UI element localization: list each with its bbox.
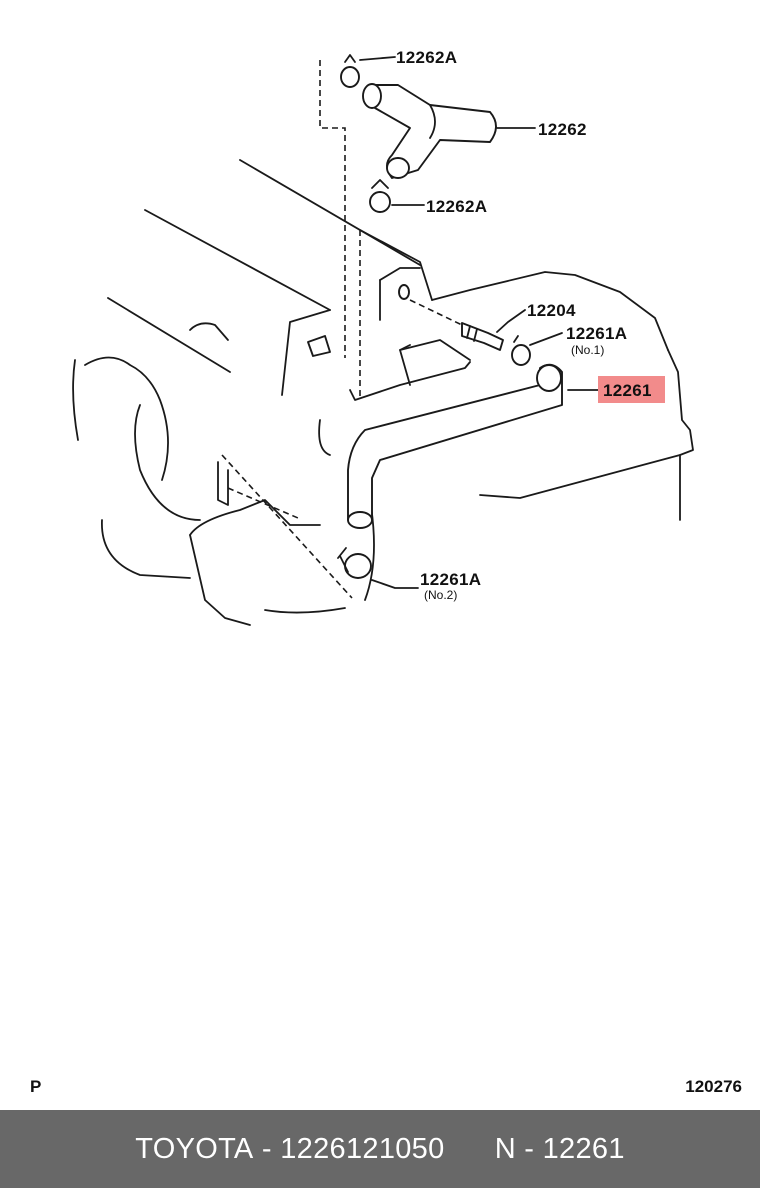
footer-right-code: 120276 bbox=[685, 1077, 742, 1096]
callout-12261a-no1: 12261A bbox=[566, 324, 627, 343]
callout-12262: 12262 bbox=[538, 120, 587, 139]
callout-12261a-no1-sub: (No.1) bbox=[571, 343, 604, 357]
valve-12204 bbox=[461, 322, 504, 351]
clamp-12262a-upper bbox=[340, 54, 360, 88]
callout-12261-highlighted: 12261 bbox=[603, 381, 652, 400]
footer-left-code: P bbox=[30, 1077, 42, 1096]
banner-part-number: 1226121050 bbox=[280, 1132, 445, 1165]
hose-12261 bbox=[347, 363, 563, 529]
highlight-box bbox=[598, 376, 665, 403]
banner-brand: TOYOTA bbox=[135, 1132, 254, 1165]
part-banner: TOYOTA - 1226121050 N - 12261 bbox=[0, 1110, 760, 1188]
hose-12262 bbox=[362, 83, 497, 179]
callout-labels: 12262A 12262 12262A 12204 12261A (No.1) … bbox=[396, 48, 665, 602]
parts-diagram: 12262A 12262 12262A 12204 12261A (No.1) … bbox=[72, 48, 694, 626]
clamp-12261a-no1 bbox=[511, 335, 531, 366]
callout-leaders bbox=[359, 56, 599, 589]
dashed-guides bbox=[221, 60, 463, 599]
callout-12261a-no2: 12261A bbox=[420, 570, 481, 589]
callout-12261a-no2-sub: (No.2) bbox=[424, 588, 457, 602]
clamp-12262a-lower bbox=[369, 179, 391, 213]
callout-12262a-top: 12262A bbox=[396, 48, 457, 67]
callout-12262a-mid: 12262A bbox=[426, 197, 487, 216]
banner-ref: N - 12261 bbox=[494, 1132, 625, 1165]
banner-separator: - bbox=[253, 1132, 281, 1165]
engine-outline bbox=[72, 159, 694, 626]
clamp-12261a-no2 bbox=[337, 547, 372, 579]
banner-gap bbox=[445, 1133, 495, 1166]
callout-12204: 12204 bbox=[527, 301, 576, 320]
